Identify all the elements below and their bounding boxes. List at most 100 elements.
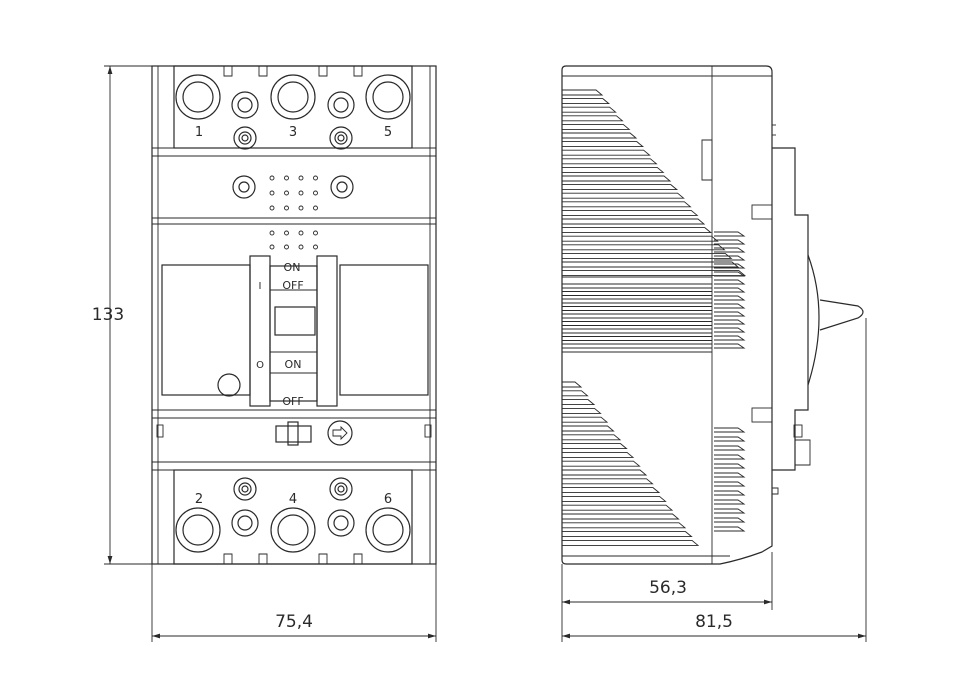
terminal-screw xyxy=(365,507,411,553)
fin xyxy=(562,487,661,494)
fin xyxy=(562,504,674,511)
fin xyxy=(562,184,679,191)
handle-off-bottom-label: OFF xyxy=(282,395,303,408)
fin xyxy=(562,513,680,520)
fin xyxy=(562,252,733,259)
right-window xyxy=(339,264,429,396)
fin xyxy=(562,209,699,216)
fin xyxy=(562,166,665,173)
fin xyxy=(562,149,651,156)
terminal-screw xyxy=(270,507,316,553)
front-view: 1 3 5 ON OFF ON OFF xyxy=(151,65,437,565)
fin xyxy=(562,98,611,105)
fin-straight xyxy=(562,343,712,349)
fin xyxy=(562,244,726,251)
fin xyxy=(562,460,641,467)
fin xyxy=(562,522,687,529)
body-depth-dimension: 56,3 xyxy=(561,552,773,642)
vent-dot xyxy=(269,230,275,236)
terminal-label-5: 5 xyxy=(384,125,392,140)
fin xyxy=(562,469,648,476)
small-fin xyxy=(714,445,746,451)
small-fin xyxy=(714,311,746,317)
middle-fins xyxy=(562,283,712,349)
fin xyxy=(562,399,596,406)
push-to-trip-button xyxy=(327,420,353,446)
vent-dot xyxy=(298,190,304,196)
fin xyxy=(562,115,624,122)
small-fin xyxy=(714,295,746,301)
fin xyxy=(562,495,667,502)
small-fin xyxy=(714,271,746,277)
small-fin xyxy=(714,231,746,237)
small-fin xyxy=(714,499,746,505)
handle-off-top-label: OFF xyxy=(282,279,303,292)
terminal-label-1: 1 xyxy=(195,125,203,140)
small-fin xyxy=(714,490,746,496)
front-body-outline xyxy=(151,65,437,565)
fin xyxy=(562,478,654,485)
fin xyxy=(562,227,713,234)
handle-on-top-label: ON xyxy=(284,261,301,274)
cover-plate xyxy=(152,175,436,250)
vent-dot xyxy=(284,244,289,250)
vent-dot xyxy=(298,244,304,250)
terminal-screw xyxy=(270,74,316,120)
small-fin xyxy=(714,303,746,309)
fin xyxy=(562,235,719,242)
side-view xyxy=(561,65,864,565)
small-fin xyxy=(714,287,746,293)
small-fin xyxy=(714,343,746,349)
fin xyxy=(562,270,747,277)
body-depth-value: 56,3 xyxy=(649,578,687,598)
fin-straight xyxy=(562,336,712,341)
fin xyxy=(562,106,617,113)
side-body-outline xyxy=(561,65,773,565)
fin-straight xyxy=(562,306,712,311)
symbol-on-label: I xyxy=(259,281,262,292)
vent-dot xyxy=(313,190,318,196)
fin xyxy=(562,390,589,397)
fin xyxy=(562,261,740,268)
vent-dot xyxy=(313,230,318,236)
small-fin xyxy=(714,463,746,469)
fin xyxy=(562,123,631,130)
small-fin xyxy=(714,436,746,442)
small-fin xyxy=(714,526,746,532)
small-fin xyxy=(714,263,746,269)
small-fin xyxy=(714,319,746,325)
fin xyxy=(562,89,604,96)
handle-on-mid-label: ON xyxy=(285,358,302,371)
fin-straight xyxy=(562,321,712,326)
vent-dot xyxy=(284,190,289,196)
ventilation-dots xyxy=(269,175,318,250)
fin xyxy=(562,531,693,538)
fin xyxy=(562,381,583,388)
vent-dot xyxy=(313,175,318,181)
small-fin xyxy=(714,472,746,478)
terminal-screw xyxy=(365,74,411,120)
top-terminal-block: 1 3 5 xyxy=(152,65,436,157)
fin xyxy=(562,443,628,450)
fin xyxy=(562,141,645,148)
fin-straight xyxy=(562,298,712,304)
vent-dot xyxy=(284,175,289,181)
height-value: 133 xyxy=(92,305,124,325)
vent-dot xyxy=(269,244,275,250)
small-fin xyxy=(714,279,746,285)
front-width-value: 75,4 xyxy=(275,612,313,632)
height-dimension: 133 xyxy=(92,65,152,565)
fin xyxy=(562,407,602,414)
fin xyxy=(562,451,635,458)
small-fin xyxy=(714,255,746,261)
terminal-label-2: 2 xyxy=(195,492,203,507)
rear-small-fins xyxy=(714,231,746,532)
symbol-off-label: O xyxy=(256,360,264,371)
vent-dot xyxy=(313,244,318,250)
fin xyxy=(562,425,615,432)
vent-dot xyxy=(269,190,275,196)
vent-dot xyxy=(298,230,304,236)
fin xyxy=(562,158,658,165)
